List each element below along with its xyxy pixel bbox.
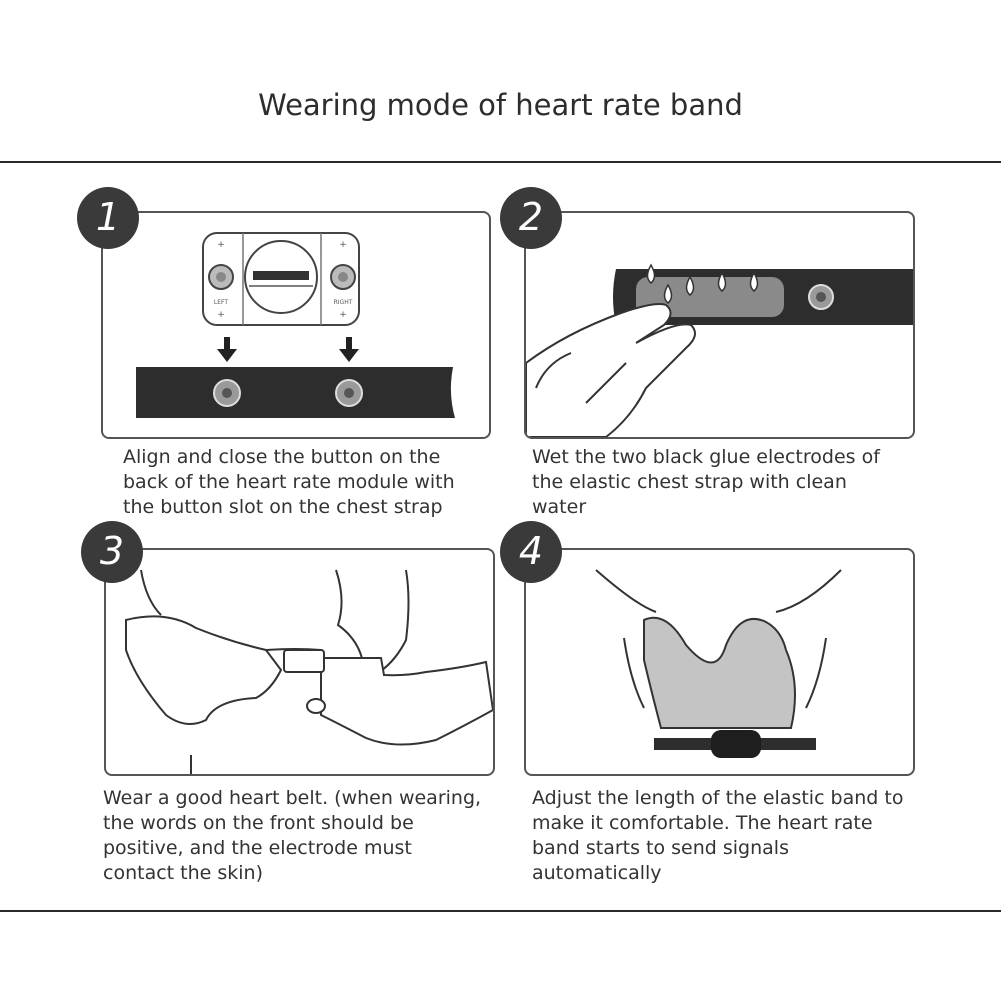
step-3-badge: 3	[81, 521, 143, 583]
step-2-illustration	[524, 211, 915, 439]
top-divider	[0, 161, 1001, 163]
chest-strap	[136, 367, 455, 418]
wet-electrode-illustration	[526, 263, 913, 437]
step-1-badge: 1	[77, 187, 139, 249]
wearing-belt-illustration	[125, 569, 493, 774]
bottom-divider	[0, 910, 1001, 912]
sports-bra	[643, 616, 796, 729]
svg-text:+: +	[339, 240, 347, 250]
step-1-caption: Align and close the button on the back o…	[123, 446, 455, 518]
arrow-down-icon	[339, 337, 359, 362]
step-2-caption: Wet the two black glue electrodes of the…	[532, 446, 880, 518]
step-4-illustration	[524, 548, 915, 776]
left-label: LEFT	[214, 299, 228, 306]
water-drop-icon	[646, 263, 759, 304]
heart-rate-module	[711, 730, 761, 758]
step-3-caption: Wear a good heart belt. (when wearing, t…	[103, 787, 482, 884]
step-2-badge: 2	[500, 187, 562, 249]
arrow-down-icon	[217, 337, 237, 362]
step-4-caption: Adjust the length of the elastic band to…	[532, 787, 904, 884]
page-title: Wearing mode of heart rate band	[258, 88, 743, 122]
svg-text:+: +	[339, 310, 347, 320]
svg-text:+: +	[217, 310, 225, 320]
svg-text:+: +	[217, 240, 225, 250]
step-1-illustration: + + + + LEFT RIGHT	[101, 211, 491, 439]
body-outline	[595, 569, 842, 709]
step-3-illustration	[104, 548, 495, 776]
module-strap-illustration: + + + + LEFT RIGHT	[136, 232, 455, 418]
hands-drawing	[125, 615, 493, 746]
band-on-body-illustration	[595, 569, 842, 758]
right-label: RIGHT	[334, 299, 353, 306]
step-4-badge: 4	[500, 521, 562, 583]
hand-drawing	[526, 303, 696, 437]
